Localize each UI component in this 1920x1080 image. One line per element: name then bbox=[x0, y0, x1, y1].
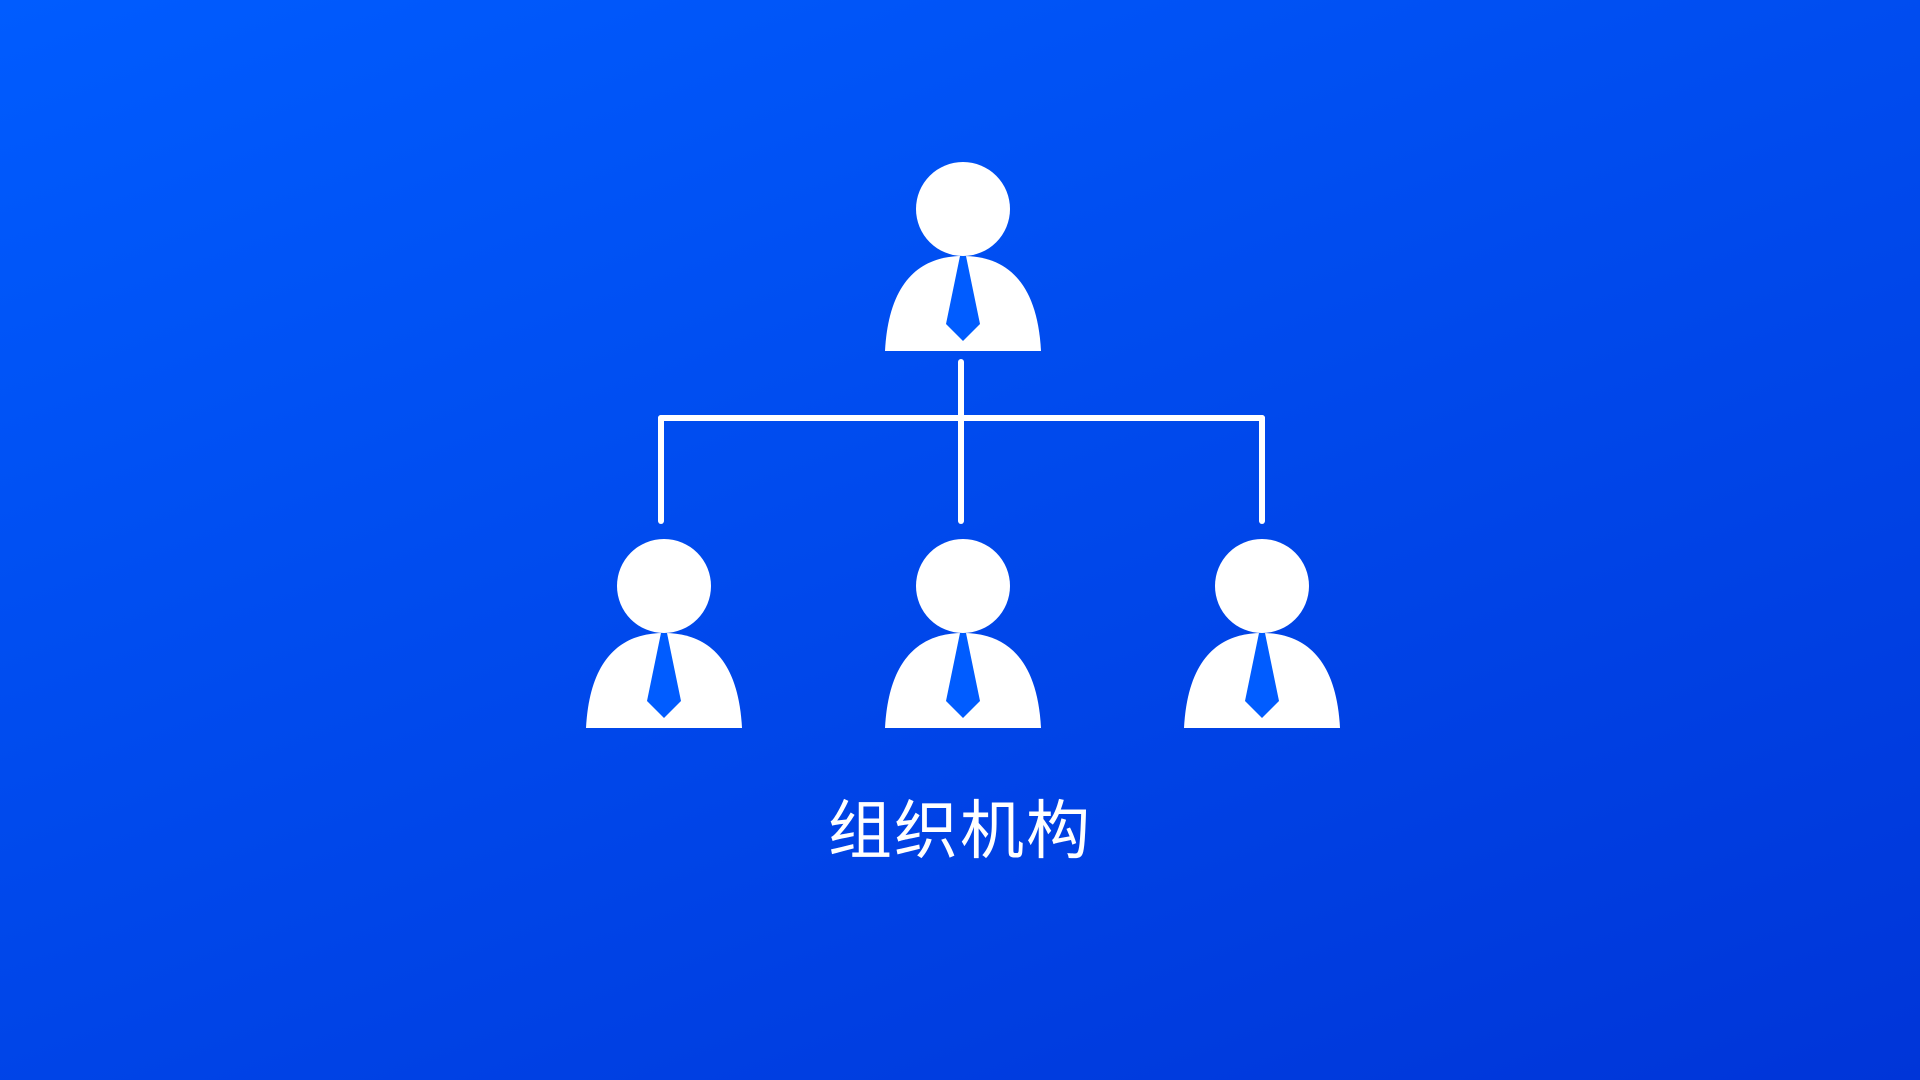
connector-lines bbox=[658, 359, 1265, 524]
person-with-tie-icon bbox=[1184, 539, 1340, 728]
person-with-tie-icon bbox=[885, 162, 1041, 351]
diagram-title: 组织机构 bbox=[828, 795, 1092, 869]
person-with-tie-icon bbox=[586, 539, 742, 728]
person-with-tie-icon bbox=[885, 539, 1041, 728]
